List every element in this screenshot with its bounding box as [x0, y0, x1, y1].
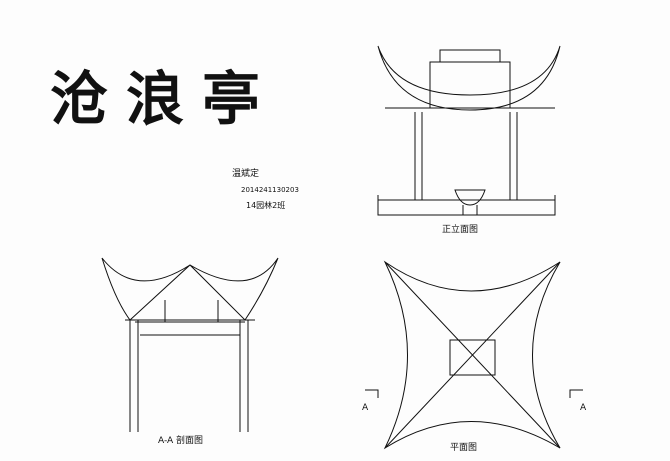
class-name: 14园林2班	[246, 201, 286, 210]
front-elevation-label: 正立面图	[442, 225, 479, 235]
author-name: 温斌定	[232, 169, 260, 179]
plan-label: 平面图	[450, 443, 478, 453]
plan-view	[365, 260, 583, 450]
section-label: A-A 剖面图	[158, 436, 204, 446]
student-id: 2014241130203	[241, 186, 299, 194]
section-mark-left: A	[362, 403, 369, 413]
section-view	[101, 257, 279, 432]
front-elevation	[377, 45, 561, 216]
sheet-title: 沧浪亭	[50, 65, 279, 133]
section-mark-right: A	[580, 403, 587, 413]
